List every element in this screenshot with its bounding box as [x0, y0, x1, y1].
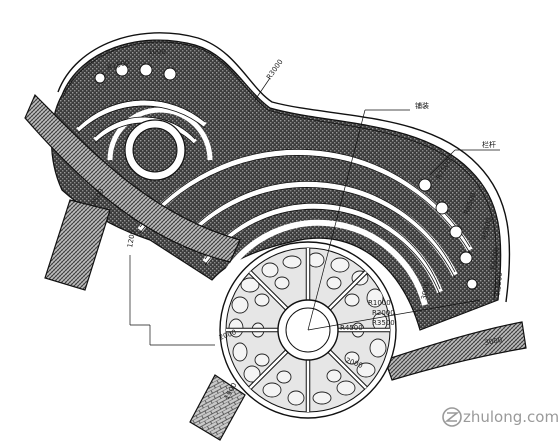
bottom-branch-walk [189, 374, 246, 441]
outer-railing-inner [62, 41, 497, 301]
promenade-lower [384, 321, 527, 381]
herringbone-promenade [24, 93, 527, 441]
outer-railing [57, 32, 511, 303]
dim-plaza-inner-2: R2000 [372, 309, 395, 317]
upper-hub-arc-edges [77, 99, 206, 146]
dim-walk-right: 3000 [484, 336, 503, 347]
dim-plaza-inner-3: R3500 [372, 319, 395, 327]
promenade-band [24, 93, 241, 263]
dimension-lines [129, 77, 500, 346]
dim-plaza-radius: R4500 [340, 324, 363, 332]
dim-top-width: 1000 [148, 48, 166, 56]
watermark-text: zhulong.com [463, 408, 559, 426]
watermark-logo-icon [442, 407, 462, 427]
plaza-spokes-core [226, 248, 390, 412]
edge-planters [94, 63, 478, 290]
dim-right-lower: 3000 [420, 281, 431, 300]
left-branch-walk [44, 199, 111, 291]
dim-right-arc-5: R3500 [494, 272, 504, 295]
plaza-ring-walks [137, 148, 473, 306]
dim-left-band-2: 1200 [126, 229, 137, 248]
dim-plaza-inner-1: R1000 [368, 299, 391, 307]
dim-top-radius-2: R3000 [265, 58, 285, 81]
cobblestones [228, 252, 388, 406]
watermark: zhulong.com [442, 407, 559, 427]
upper-hub-arcs [76, 100, 213, 161]
railing-callout: 栏杆 [482, 140, 496, 149]
round-planter [124, 119, 186, 181]
paving-callout: 铺装 [415, 101, 429, 110]
watermark-logo-mark [444, 412, 460, 422]
dim-right-arc-4: R4500 [489, 247, 501, 271]
